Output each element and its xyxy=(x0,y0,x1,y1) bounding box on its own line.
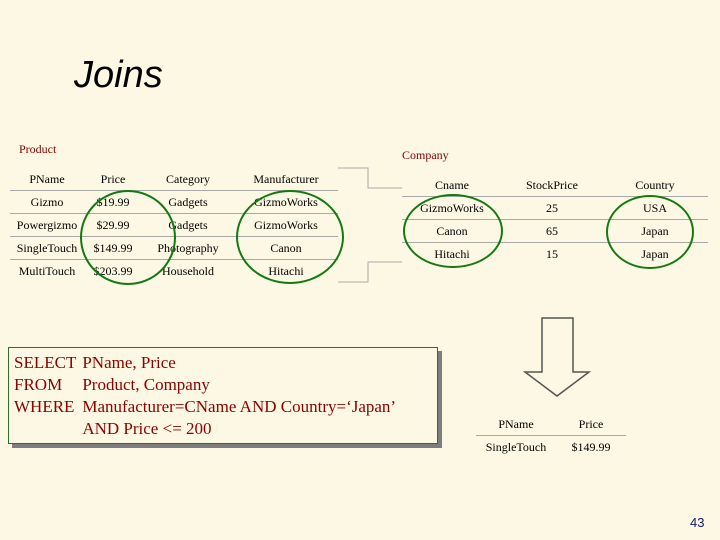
sql-clause: Product, Company xyxy=(82,375,210,394)
country-highlight xyxy=(606,195,694,269)
sql-line: SELECT PName, Price xyxy=(11,352,399,374)
manufacturer-highlight xyxy=(236,190,344,284)
column-header: Price xyxy=(84,168,142,191)
page-number: 43 xyxy=(690,515,705,530)
sql-line: AND Price <= 200 xyxy=(11,418,399,440)
column-header: Country xyxy=(602,174,708,197)
column-header: Category xyxy=(142,168,234,191)
sql-clause: PName, Price xyxy=(82,353,176,372)
down-arrow-icon xyxy=(522,317,592,397)
table-cell: SingleTouch xyxy=(10,236,84,260)
table-cell: 25 xyxy=(502,196,602,220)
sql-clause: Manufacturer=CName AND Country=‘Japan’ xyxy=(82,397,397,416)
table-cell: 15 xyxy=(502,242,602,265)
connector-bottom xyxy=(338,261,402,283)
table-cell: $149.99 xyxy=(556,435,626,458)
table-cell: SingleTouch xyxy=(476,435,556,458)
sql-keyword: WHERE xyxy=(14,397,75,416)
table-cell: Gizmo xyxy=(10,190,84,214)
company-table-label: Company xyxy=(402,148,449,162)
sql-query-box: SELECT PName, Price FROM Product, Compan… xyxy=(8,347,438,444)
price-highlight xyxy=(80,190,176,285)
sql-keyword: SELECT xyxy=(14,353,77,372)
column-header: PName xyxy=(10,168,84,191)
connector-top xyxy=(338,167,402,189)
table-cell: MultiTouch xyxy=(10,259,84,282)
sql-query: SELECT PName, Price FROM Product, Compan… xyxy=(11,352,399,440)
sql-clause: AND Price <= 200 xyxy=(82,419,212,438)
table-cell: Powergizmo xyxy=(10,213,84,237)
slide-title: Joins xyxy=(74,54,163,96)
table-cell: 65 xyxy=(502,219,602,243)
sql-line: FROM Product, Company xyxy=(11,374,399,396)
sql-keyword: FROM xyxy=(14,375,63,394)
sql-line: WHERE Manufacturer=CName AND Country=‘Ja… xyxy=(11,396,399,418)
column-header: Manufacturer xyxy=(234,168,338,191)
column-header: Price xyxy=(556,413,626,436)
sql-keyword xyxy=(11,418,79,440)
table-row: SingleTouch$149.99 xyxy=(476,435,626,458)
column-header: StockPrice xyxy=(502,174,602,197)
cname-highlight xyxy=(403,194,503,268)
product-table-label: Product xyxy=(19,142,57,156)
column-header: PName xyxy=(476,413,556,436)
